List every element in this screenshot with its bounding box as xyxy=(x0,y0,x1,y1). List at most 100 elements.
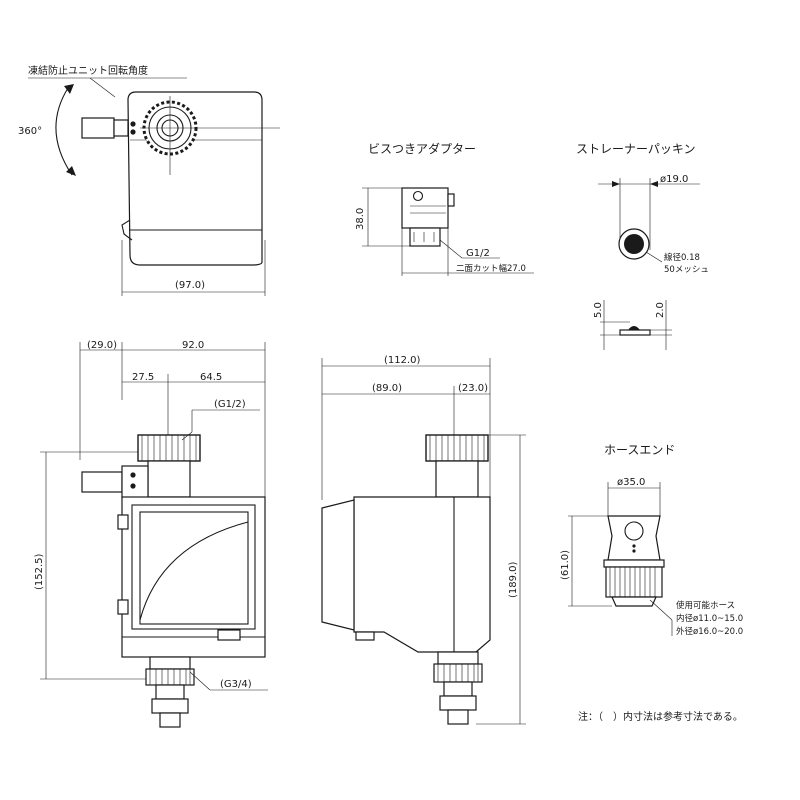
front-92-label: 92.0 xyxy=(182,340,204,351)
hose-collar xyxy=(603,559,665,568)
knob-knurl xyxy=(429,435,485,461)
front-outlet-knurl xyxy=(145,668,195,686)
knob-knurl xyxy=(141,435,197,461)
screw-dot xyxy=(130,483,136,489)
adapter-flat-label: 二面カット幅27.0 xyxy=(456,263,526,274)
front-clip xyxy=(117,599,129,615)
side-outlet-nut xyxy=(437,651,479,665)
front-window-curve xyxy=(139,521,249,621)
hose-height-label: (61.0) xyxy=(560,550,571,580)
hose-tip xyxy=(611,596,657,607)
strainer-wire-label: 線径0.18 xyxy=(664,252,700,263)
screw-dot xyxy=(130,129,136,135)
adapter-thread xyxy=(409,227,441,247)
side-outlet-knurl xyxy=(433,663,483,683)
dim-arrow xyxy=(650,181,658,187)
hose-end-detail: ホースエンド ø35.0 (61.0) 使用可能ホース 内径ø11.0~15.0… xyxy=(560,443,743,637)
hose-dot xyxy=(632,549,636,553)
front-29-label: (29.0) xyxy=(87,340,117,351)
hose-title: ホースエンド xyxy=(604,443,675,457)
adapter-screw-icon xyxy=(412,190,424,202)
hose-use-label: 使用可能ホース xyxy=(676,600,735,611)
front-window-frame xyxy=(131,504,256,630)
side-front-cover xyxy=(321,499,355,631)
front-knob xyxy=(137,434,201,462)
side-112-label: (112.0) xyxy=(384,355,421,366)
strainer-section xyxy=(619,329,651,336)
strainer-section-mesh xyxy=(628,326,640,330)
strainer-h2-label: 2.0 xyxy=(655,302,666,318)
strainer-dia-label: ø19.0 xyxy=(660,174,688,185)
side-stem xyxy=(435,460,479,498)
note-text: 注：（ ）内寸法は参考寸法である。 xyxy=(578,710,743,723)
rotation-unit-tab xyxy=(81,117,115,139)
leader-line xyxy=(649,599,673,621)
adapter-side-screw xyxy=(447,193,455,207)
adapter-height-label: 38.0 xyxy=(355,208,366,230)
top-body-clip xyxy=(121,219,133,241)
adapter-thread-label: G1/2 xyxy=(466,248,490,259)
front-645-label: 64.5 xyxy=(200,372,222,383)
rotation-title: 凍結防止ユニット回転角度 xyxy=(28,64,148,77)
top-width-label: (97.0) xyxy=(175,280,205,291)
leader-line xyxy=(189,671,211,691)
top-view: 凍結防止ユニット回転角度 360° (97.0) xyxy=(18,64,280,296)
side-189-label: (189.0) xyxy=(508,561,519,598)
dim-arrow xyxy=(612,181,620,187)
side-body xyxy=(353,496,491,653)
front-275-label: 27.5 xyxy=(132,372,154,383)
rotation-arrow-bottom xyxy=(66,166,76,176)
front-outlet-body xyxy=(155,684,185,700)
front-1525-label: (152.5) xyxy=(34,553,45,590)
front-outlet-nut xyxy=(149,656,191,670)
adapter-detail: ビスつきアダプター 38.0 G1/2 二面カット幅27.0 xyxy=(355,141,534,276)
strainer-mesh xyxy=(624,234,644,254)
outlet-knurl-lines xyxy=(437,664,479,682)
adapter-body xyxy=(401,187,449,229)
side-89-label: (89.0) xyxy=(372,383,402,394)
strainer-detail: ストレーナーパッキン ø19.0 線径0.18 50メッシュ 5.0 2.0 xyxy=(576,142,709,350)
leader-line xyxy=(181,431,193,441)
rotation-angle: 360° xyxy=(18,126,42,137)
strainer-h1-label: 5.0 xyxy=(593,302,604,318)
rotation-arc xyxy=(55,87,73,176)
hose-inner-label: 内径ø11.0~15.0 xyxy=(676,613,743,624)
hose-outer-label: 外径ø16.0~20.0 xyxy=(676,626,743,637)
leader-line xyxy=(439,239,463,259)
front-body xyxy=(121,496,266,658)
front-stem xyxy=(147,460,191,498)
hose-body xyxy=(607,515,661,561)
side-knob xyxy=(425,434,489,462)
screw-dot xyxy=(130,121,136,127)
side-outlet-end xyxy=(439,695,477,711)
rotation-arrow-top xyxy=(64,84,74,94)
adapter-title: ビスつきアダプター xyxy=(368,141,476,156)
front-g34-label: (G3/4) xyxy=(220,679,252,690)
side-bottom-tab xyxy=(355,631,375,641)
side-outlet-tip xyxy=(447,709,469,725)
front-view: (29.0) 92.0 27.5 64.5 (G1/2) xyxy=(34,340,268,728)
hose-dia-label: ø35.0 xyxy=(617,477,645,488)
rotation-leader xyxy=(89,77,116,98)
hose-dot xyxy=(632,544,636,548)
screw-dot xyxy=(130,472,136,478)
front-outlet-tip xyxy=(159,712,181,728)
front-window xyxy=(139,511,249,625)
strainer-mesh-label: 50メッシュ xyxy=(664,265,709,275)
strainer-title: ストレーナーパッキン xyxy=(576,142,696,156)
front-g12-label: (G1/2) xyxy=(214,399,246,410)
front-clip xyxy=(117,514,129,530)
side-23-label: (23.0) xyxy=(458,383,488,394)
leader-line xyxy=(645,251,663,263)
front-unit-neck xyxy=(121,465,149,499)
hose-knurl-lines xyxy=(609,567,656,597)
hose-hole xyxy=(624,521,644,541)
front-bottom-tab xyxy=(217,629,241,641)
front-unit-tab xyxy=(81,471,123,493)
rotation-unit-neck xyxy=(113,119,129,137)
front-outlet-end xyxy=(151,698,189,714)
hose-knurl xyxy=(605,566,663,598)
outlet-knurl-lines xyxy=(149,669,191,685)
side-view: (112.0) (89.0) (23.0) (189.0) xyxy=(321,355,526,725)
